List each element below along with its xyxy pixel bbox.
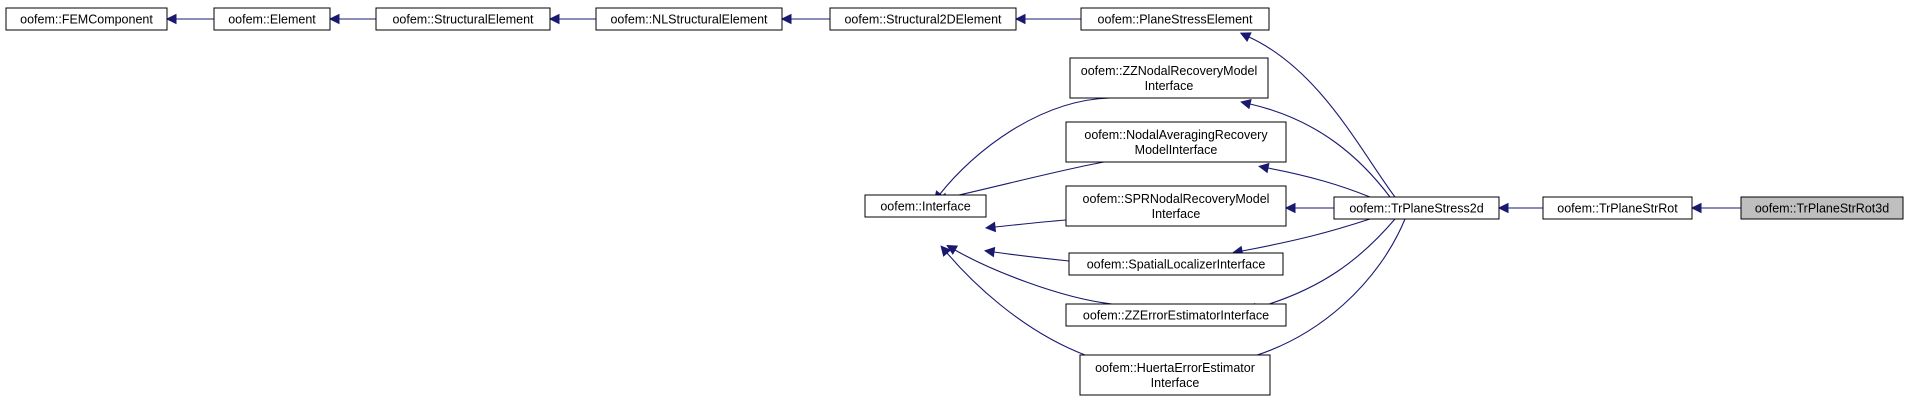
- class-node-box: [595, 7, 783, 31]
- class-node-label: Interface: [1145, 79, 1194, 93]
- inheritance-arrowhead: [1690, 202, 1702, 214]
- class-node-label: oofem::ZZErrorEstimatorInterface: [1083, 309, 1269, 323]
- inheritance-edge: [1249, 103, 1391, 198]
- edge-trplanestrrot3d-to-trplanestrrot: [1690, 202, 1741, 214]
- inheritance-edge: [994, 219, 1067, 228]
- class-node-box: [5, 7, 168, 31]
- class-node-box: [1069, 57, 1269, 99]
- inheritance-arrowhead: [984, 221, 997, 233]
- inheritance-arrowhead: [328, 13, 340, 25]
- inheritance-edge: [1239, 218, 1406, 361]
- class-node-box: [213, 7, 331, 31]
- class-node-box: [829, 7, 1017, 31]
- inheritance-arrowhead: [1497, 202, 1509, 214]
- class-node-label: oofem::NLStructuralElement: [610, 13, 768, 27]
- class-node-label: oofem::HuertaErrorEstimator: [1095, 361, 1255, 375]
- inheritance-edge: [1267, 167, 1371, 198]
- edge-huerta-to-interface: [940, 245, 1086, 356]
- inheritance-arrowhead: [1284, 202, 1296, 214]
- inheritance-arrowhead: [780, 13, 792, 25]
- class-node-label: oofem::ZZNodalRecoveryModel: [1081, 64, 1257, 78]
- edge-nlstructural-to-structural: [548, 13, 596, 25]
- class-node-box: [1080, 7, 1270, 31]
- inheritance-arrowhead: [1240, 98, 1252, 110]
- class-node-structural[interactable]: oofem::StructuralElement: [375, 7, 551, 31]
- edge-trplanestress2d-to-huerta: [1230, 218, 1406, 366]
- class-node-label: oofem::NodalAveragingRecovery: [1084, 128, 1268, 142]
- class-node-label: oofem::SpatialLocalizerInterface: [1087, 258, 1266, 272]
- edge-trplanestress2d-to-sprnodal: [1284, 202, 1334, 214]
- class-node-spatial[interactable]: oofem::SpatialLocalizerInterface: [1068, 252, 1284, 276]
- inheritance-edge: [945, 161, 1105, 199]
- class-node-label: oofem::TrPlaneStrRot: [1557, 202, 1678, 216]
- edge-trplanestress2d-to-planestress: [1239, 32, 1396, 198]
- class-node-label: oofem::TrPlaneStress2d: [1349, 202, 1483, 216]
- class-node-trplanestrrot[interactable]: oofem::TrPlaneStrRot: [1542, 196, 1693, 220]
- inheritance-arrowhead: [1239, 32, 1252, 43]
- class-node-box: [375, 7, 551, 31]
- class-node-label: oofem::Structural2DElement: [844, 13, 1002, 27]
- class-node-box: [1068, 252, 1284, 276]
- class-node-box: [1065, 185, 1287, 227]
- class-node-label: Interface: [1151, 376, 1200, 390]
- class-node-trplanestrrot3d: oofem::TrPlaneStrRot3d: [1740, 196, 1904, 220]
- class-node-trplanestress2d[interactable]: oofem::TrPlaneStress2d: [1333, 196, 1500, 220]
- inheritance-arrowhead: [548, 13, 560, 25]
- class-node-box: [1065, 303, 1287, 327]
- class-node-planestress[interactable]: oofem::PlaneStressElement: [1080, 7, 1270, 31]
- class-node-structural2d[interactable]: oofem::Structural2DElement: [829, 7, 1017, 31]
- inheritance-arrowhead: [1014, 13, 1026, 25]
- edge-structural2d-to-nlstructural: [780, 13, 830, 25]
- class-node-zzerror[interactable]: oofem::ZZErrorEstimatorInterface: [1065, 303, 1287, 327]
- class-node-element[interactable]: oofem::Element: [213, 7, 331, 31]
- edge-trplanestress2d-to-zznodal: [1240, 98, 1391, 198]
- class-node-label: oofem::SPRNodalRecoveryModel: [1083, 192, 1270, 206]
- edge-spatial-to-interface: [983, 246, 1070, 262]
- class-node-label: oofem::Element: [228, 13, 316, 27]
- class-node-box: [1740, 196, 1904, 220]
- class-node-label: oofem::Interface: [880, 200, 970, 214]
- class-node-box: [864, 194, 987, 218]
- class-node-box: [1333, 196, 1500, 220]
- inheritance-edge: [1255, 218, 1396, 309]
- inheritance-arrowhead: [940, 245, 952, 257]
- inheritance-edge: [946, 252, 1086, 356]
- edge-element-to-fem: [165, 13, 214, 25]
- edge-trplanestrrot-to-trplanestress2d: [1497, 202, 1543, 214]
- class-node-label: oofem::StructuralElement: [392, 13, 534, 27]
- class-node-label: ModelInterface: [1135, 143, 1218, 157]
- edge-sprnodal-to-interface: [984, 219, 1067, 233]
- edge-structural-to-element: [328, 13, 376, 25]
- edge-planestress-to-structural2d: [1014, 13, 1081, 25]
- class-node-box: [1542, 196, 1693, 220]
- class-node-label: oofem::TrPlaneStrRot3d: [1755, 202, 1889, 216]
- inheritance-edge: [954, 249, 1113, 305]
- inheritance-arrowhead: [165, 13, 177, 25]
- edges-layer: [165, 13, 1741, 366]
- class-node-fem[interactable]: oofem::FEMComponent: [5, 7, 168, 31]
- inheritance-edge: [939, 97, 1111, 195]
- inheritance-arrowhead: [1258, 162, 1270, 174]
- class-node-label: Interface: [1152, 207, 1201, 221]
- class-node-interface[interactable]: oofem::Interface: [864, 194, 987, 218]
- class-node-label: oofem::FEMComponent: [20, 13, 153, 27]
- inheritance-edge: [1248, 36, 1396, 198]
- inheritance-arrowhead: [983, 246, 996, 258]
- inheritance-edge: [1241, 218, 1371, 252]
- inheritance-edge: [993, 251, 1070, 262]
- class-node-box: [1065, 121, 1287, 163]
- class-node-label: oofem::PlaneStressElement: [1098, 13, 1253, 27]
- class-node-nlstructural[interactable]: oofem::NLStructuralElement: [595, 7, 783, 31]
- class-node-nodalavg[interactable]: oofem::NodalAveragingRecoveryModelInterf…: [1065, 121, 1287, 163]
- edge-trplanestress2d-to-nodalavg: [1258, 162, 1371, 198]
- class-node-box: [1079, 354, 1271, 396]
